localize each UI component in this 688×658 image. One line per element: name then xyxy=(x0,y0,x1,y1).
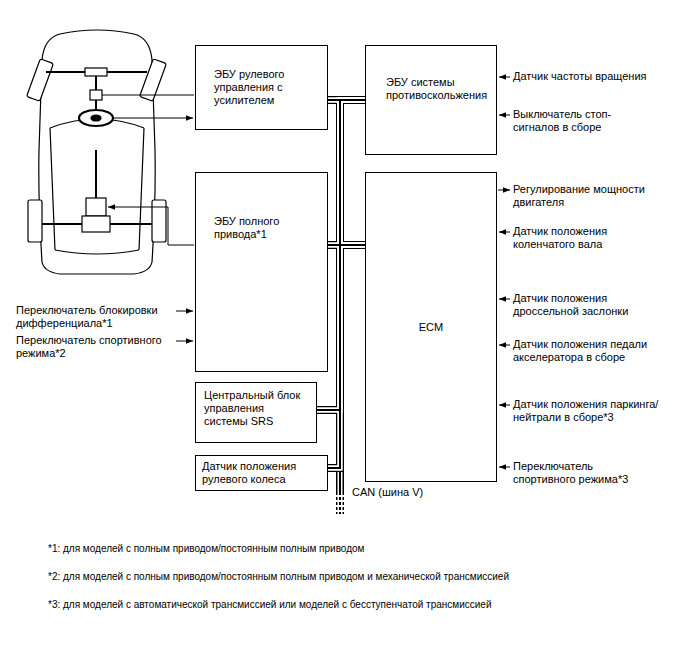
signal-arrow xyxy=(176,341,193,342)
steering-rack xyxy=(85,68,107,76)
steering-wheel xyxy=(79,110,113,126)
signal-arrow xyxy=(108,207,194,245)
bus-gap xyxy=(328,100,365,245)
bus-gap xyxy=(340,100,365,245)
bus-continuation xyxy=(337,466,344,514)
bus-casing xyxy=(328,100,365,245)
signal-label: Датчик положения дроссельной заслонки xyxy=(513,292,638,318)
signal-arrow xyxy=(499,232,510,233)
can-bus-connector xyxy=(328,245,365,468)
signal-label: Выключатель стоп-сигналов в сборе xyxy=(513,108,633,134)
signal-label: Регулирование мощности двигателя xyxy=(513,183,653,209)
propeller-shaft xyxy=(95,150,97,198)
bus-casing xyxy=(328,245,365,468)
rear-differential xyxy=(82,216,110,232)
signal-label: Переключатель спортивного режима*3 xyxy=(513,460,638,486)
bus-casing xyxy=(340,100,365,245)
coupling xyxy=(86,198,106,216)
signal-arrow xyxy=(499,77,510,78)
rear-wheel xyxy=(28,200,42,242)
rear-wheel xyxy=(152,200,166,242)
bus-label: CAN (шина V) xyxy=(352,486,472,499)
bus-wire-dashed xyxy=(339,492,341,514)
signal-arrow xyxy=(499,467,510,468)
signal-arrow xyxy=(112,118,193,119)
node-text: ЭБУ системы противоскольжения xyxy=(386,76,488,102)
sensor-box: Датчик положения рулевого колеса xyxy=(195,455,328,491)
can-bus-connector xyxy=(328,100,365,245)
signal-label: Переключатель спортивного режима*2 xyxy=(16,334,171,360)
signal-label: Переключатель блокировки дифференциала*1 xyxy=(16,304,171,330)
node-text: ECM xyxy=(419,321,443,334)
ecu-box: Центральный блок управления системы SRS xyxy=(195,382,317,443)
signal-arrow xyxy=(499,115,510,116)
signal-label: Датчик частоты вращения xyxy=(513,70,663,83)
steering-sensor xyxy=(90,90,102,100)
front-wheel xyxy=(27,59,54,101)
signal-label: Датчик положения коленчатого вала xyxy=(513,225,633,251)
node-text: ЭБУ полного привода*1 xyxy=(214,215,319,241)
car-top-view xyxy=(27,30,167,274)
car-body xyxy=(39,30,155,274)
bus-wire-dashed xyxy=(337,492,344,514)
bus-gap xyxy=(328,100,365,245)
signal-arrow xyxy=(499,299,510,300)
signal-label: Датчик положения педали акселератора в с… xyxy=(513,338,658,364)
signal-arrow xyxy=(499,405,510,406)
bus-casing xyxy=(328,100,365,245)
can-bus-connector xyxy=(328,100,365,468)
footnote: *1: для моделей с полным приводом/постоя… xyxy=(48,542,648,555)
ecm-box: ECM xyxy=(365,172,497,482)
ecu-box: ЭБУ рулевого управления с усилителем xyxy=(195,45,328,130)
node-text: Датчик положения рулевого колеса xyxy=(202,460,321,486)
bus-casing xyxy=(328,100,365,468)
bus-gap xyxy=(328,100,365,468)
can-bus-connector xyxy=(340,100,365,245)
node-text: Центральный блок управления системы SRS xyxy=(204,389,310,428)
footnote: *3: для моделей с автоматической трансми… xyxy=(48,598,668,611)
rear-window xyxy=(55,250,139,254)
can-bus-connector xyxy=(328,100,365,245)
bus-gap xyxy=(328,245,365,468)
footnote: *2: для моделей с полным приводом/постоя… xyxy=(48,570,668,583)
ecu-box: ЭБУ системы противоскольжения xyxy=(365,45,497,155)
ecu-box: ЭБУ полного привода*1 xyxy=(195,172,328,372)
cabin-side xyxy=(50,128,144,250)
signal-arrow xyxy=(498,190,510,191)
node-text: ЭБУ рулевого управления с усилителем xyxy=(214,68,319,107)
steering-hub xyxy=(91,115,101,121)
signal-arrow xyxy=(176,311,193,312)
signal-label: Датчик положения паркинга/ нейтрали в сб… xyxy=(513,398,681,424)
signal-line xyxy=(102,95,194,96)
signal-arrow xyxy=(499,345,510,346)
